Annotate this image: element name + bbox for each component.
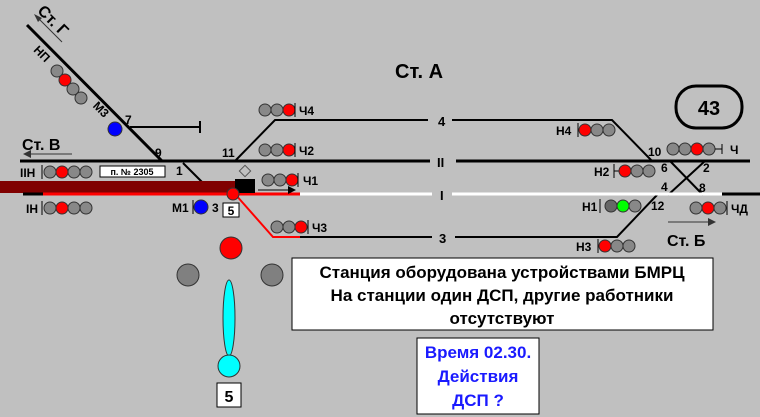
side-tracks <box>130 119 706 238</box>
svg-text:ЧД: ЧД <box>731 202 748 216</box>
switch-11: 11 <box>222 146 235 160</box>
svg-text:ДСП ?: ДСП ? <box>452 391 504 410</box>
track-label-1: I <box>440 188 444 203</box>
signal-m1[interactable]: М1 <box>172 199 209 215</box>
svg-text:Н4: Н4 <box>556 124 572 138</box>
train-number: п. № 2305 <box>111 167 154 177</box>
svg-text:IН: IН <box>26 202 38 216</box>
svg-text:М3: М3 <box>90 99 112 121</box>
signal-ch1[interactable]: Ч1 <box>261 173 318 188</box>
svg-text:Н2: Н2 <box>594 165 610 179</box>
track-label-4: 4 <box>438 114 446 129</box>
svg-text:IIН: IIН <box>20 166 35 180</box>
signal-np[interactable]: НП <box>31 43 88 105</box>
switch-4: 4 <box>661 180 668 194</box>
svg-text:Ч4: Ч4 <box>299 104 314 118</box>
signal-ch2[interactable]: Ч2 <box>258 143 314 158</box>
svg-text:Ч: Ч <box>730 143 738 157</box>
svg-text:отсутствуют: отсутствуют <box>450 309 555 328</box>
route-marker <box>226 187 240 201</box>
diamond-icon <box>238 164 252 178</box>
signal-ch4[interactable]: Ч4 <box>258 103 314 118</box>
switch-6: 6 <box>661 161 668 175</box>
svg-text:Н3: Н3 <box>576 240 592 254</box>
section-box-label: 5 <box>228 204 235 218</box>
switch-1: 1 <box>176 164 183 178</box>
left-light-icon <box>176 263 200 287</box>
lever-number: 5 <box>225 389 234 406</box>
signal-ch3[interactable]: Ч3 <box>270 220 327 235</box>
switch-9: 9 <box>155 146 162 160</box>
switch-7: 7 <box>125 113 132 127</box>
direction-g: Ст. Г <box>34 2 71 39</box>
tracks <box>20 23 750 163</box>
station-title: Ст. А <box>395 61 443 83</box>
switch-numbers: 7 9 1 3 11 10 6 2 4 8 12 <box>125 113 710 215</box>
svg-text:На станции один ДСП, другие ра: На станции один ДСП, другие работники <box>331 286 674 305</box>
svg-text:Н1: Н1 <box>582 200 598 214</box>
info-box <box>291 257 714 331</box>
signal-chd[interactable]: ЧД <box>689 201 748 216</box>
svg-text:Ст. Г: Ст. Г <box>34 2 71 39</box>
question-box <box>416 337 540 415</box>
svg-text:Ч1: Ч1 <box>303 174 318 188</box>
lever-box <box>216 382 242 408</box>
info-text: Станция оборудована устройствами БМРЦ На… <box>319 263 685 328</box>
track-4-right <box>452 119 653 162</box>
svg-text:Время 02.30.: Время 02.30. <box>425 343 531 362</box>
svg-text:Ч3: Ч3 <box>312 221 327 235</box>
svg-text:Станция оборудована устройства: Станция оборудована устройствами БМРЦ <box>319 263 685 282</box>
switch-2: 2 <box>703 161 710 175</box>
switch-3: 3 <box>212 201 219 215</box>
question-text: Время 02.30. Действия ДСП ? <box>425 343 531 410</box>
occupied-section[interactable] <box>0 181 236 193</box>
direction-v: Ст. В <box>22 137 60 154</box>
red-light-icon <box>219 236 243 260</box>
section-box[interactable] <box>222 202 240 218</box>
svg-text:Ч2: Ч2 <box>299 144 314 158</box>
track-3-route <box>234 193 300 238</box>
signal-iin[interactable]: IIН <box>20 165 93 180</box>
counter-frame <box>674 84 744 130</box>
counter-value: 43 <box>698 98 720 120</box>
svg-text:М1: М1 <box>172 201 189 215</box>
signal-in[interactable]: IН <box>26 201 93 216</box>
switch-10: 10 <box>648 145 662 159</box>
lever-handle <box>222 279 236 357</box>
track-3-right <box>455 194 658 238</box>
lever-knob <box>217 354 241 378</box>
signal-lever-5[interactable] <box>176 236 284 378</box>
right-light-icon <box>260 263 284 287</box>
track-label-3: 3 <box>439 231 446 246</box>
train-label-box[interactable] <box>99 165 166 178</box>
switch-12: 12 <box>651 199 665 213</box>
signal-n1[interactable]: Н1 <box>582 199 642 214</box>
signal-ch[interactable]: Ч <box>666 142 738 157</box>
signal-n2[interactable]: Н2 <box>594 164 656 179</box>
signal-n4[interactable]: Н4 <box>556 123 616 138</box>
track-g-line[interactable] <box>25 23 164 163</box>
crossover-b <box>667 160 706 196</box>
signal-n3[interactable]: Н3 <box>576 239 636 254</box>
arrow-g-icon <box>35 15 63 43</box>
track-label-2: II <box>437 155 444 170</box>
svg-text:Действия: Действия <box>438 367 519 386</box>
switch-block[interactable] <box>235 179 255 193</box>
direction-b: Ст. Б <box>667 233 705 250</box>
switch-8: 8 <box>699 181 706 195</box>
track-4-left <box>234 119 428 162</box>
